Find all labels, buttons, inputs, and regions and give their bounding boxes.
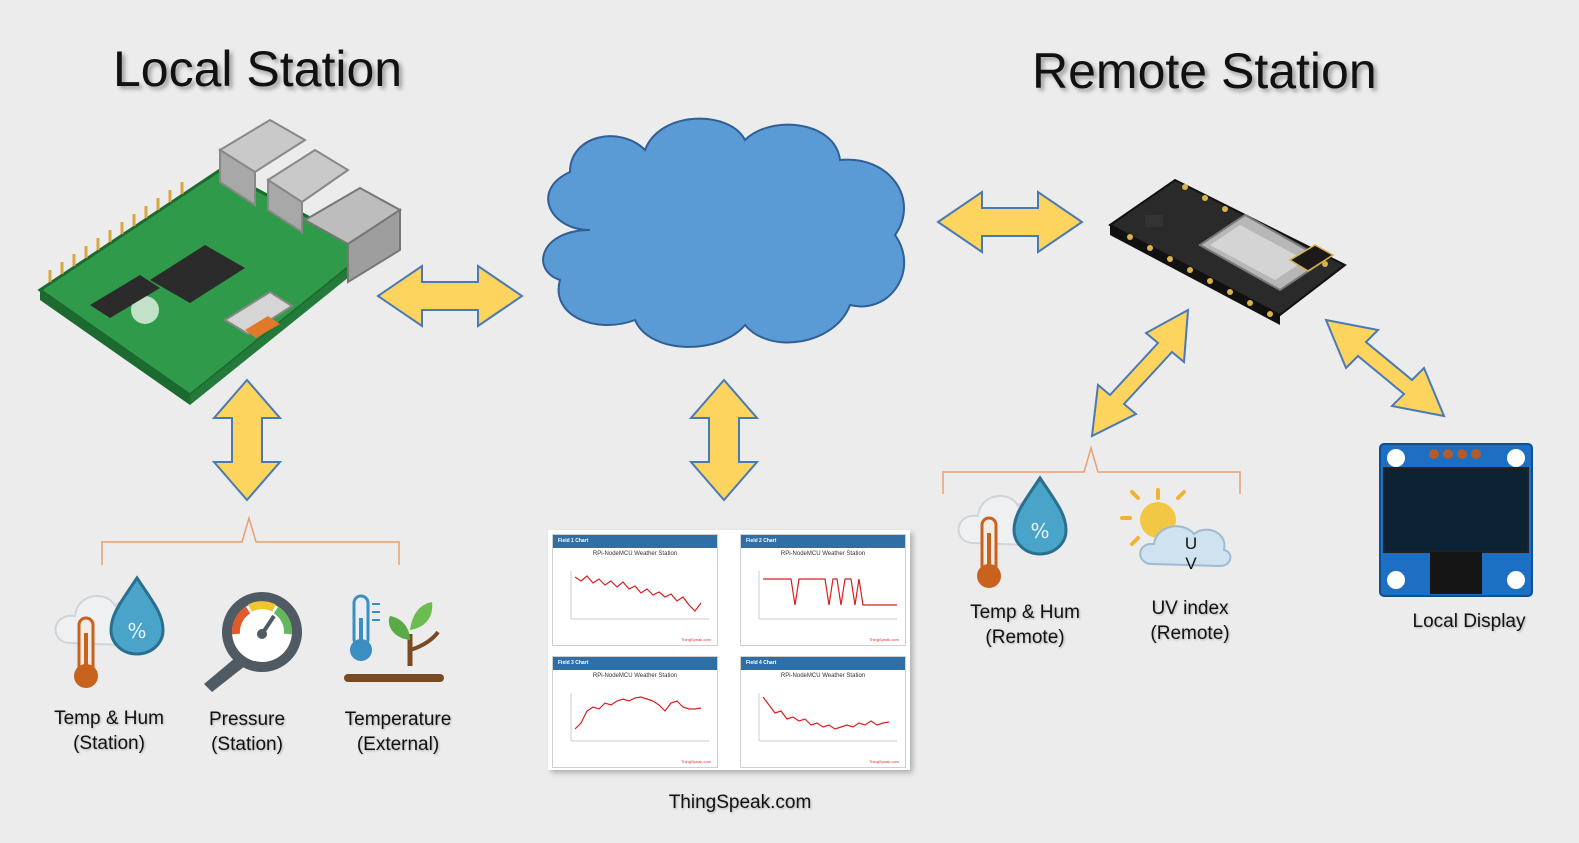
- sensor-label-line2: (Station): [73, 733, 145, 754]
- panel-title: RPi-NodeMCU Weather Station: [780, 551, 866, 557]
- temp-hum-local-icon: %: [54, 575, 165, 688]
- remote-station-title: Remote Station: [1032, 43, 1377, 99]
- sensor-label-line2: (External): [356, 734, 440, 755]
- temp-hum-remote-icon: %: [957, 475, 1068, 588]
- thingspeak-panel: Field 4 Chart RPi-NodeMCU Weather Statio…: [740, 656, 906, 768]
- uv-letter-v: V: [1185, 554, 1197, 573]
- panel-credit: ThingSpeak.com: [680, 759, 711, 764]
- arrow-pi-cloud: [376, 264, 524, 328]
- sensor-label-line2: (Remote): [1150, 623, 1230, 644]
- panel-title: RPi-NodeMCU Weather Station: [592, 551, 678, 557]
- raspberry-pi-icon: [37, 118, 402, 405]
- panel-credit: ThingSpeak.com: [868, 637, 899, 642]
- svg-text:%: %: [127, 619, 146, 643]
- sensor-label-line1: Temperature: [344, 709, 452, 730]
- arrow-pi-sensors: [211, 378, 283, 502]
- panel-credit: ThingSpeak.com: [868, 759, 899, 764]
- svg-text:%: %: [1030, 519, 1049, 543]
- uv-icon-text: U V: [1176, 534, 1206, 574]
- thingspeak-label: ThingSpeak.com: [668, 792, 812, 813]
- local-station-title: Local Station: [113, 41, 403, 97]
- panel-header: Field 3 Chart: [553, 657, 717, 670]
- sensor-remote-uv-label: UV index (Remote): [1130, 596, 1250, 646]
- panel-chart: [570, 693, 709, 742]
- panel-chart: [570, 571, 709, 620]
- panel-chart: [758, 571, 897, 620]
- thingspeak-dashboard: Field 1 Chart RPi-NodeMCU Weather Statio…: [548, 530, 910, 770]
- sensor-label-line2: (Remote): [985, 627, 1065, 648]
- sensor-label-line1: UV index: [1151, 598, 1229, 619]
- arrow-cloud-thingspeak: [688, 378, 760, 502]
- bracket-local: [101, 515, 400, 565]
- panel-title: RPi-NodeMCU Weather Station: [592, 673, 678, 679]
- thingspeak-panel: Field 3 Chart RPi-NodeMCU Weather Statio…: [552, 656, 718, 768]
- sun-cloud-icon: [1120, 488, 1232, 568]
- nodemcu-icon: [1108, 178, 1347, 325]
- sensor-local-temperature-label: Temperature (External): [328, 707, 468, 757]
- local-display-label: Local Display: [1412, 611, 1526, 632]
- sensor-label-line2: (Station): [211, 734, 283, 755]
- panel-header: Field 4 Chart: [741, 657, 905, 670]
- arrow-nodemcu-display: [1324, 318, 1446, 418]
- thermometer-plant-icon: [344, 594, 444, 682]
- panel-credit: ThingSpeak.com: [680, 637, 711, 642]
- cloud-icon: [542, 117, 906, 348]
- sensor-remote-temp-hum-label: Temp & Hum (Remote): [955, 600, 1095, 650]
- sensor-label-line1: Pressure: [208, 709, 286, 730]
- sensor-label-line1: Temp & Hum: [54, 708, 164, 729]
- pressure-gauge-icon: [204, 592, 302, 692]
- sensor-local-pressure-label: Pressure (Station): [187, 707, 307, 757]
- arrow-cloud-nodemcu: [936, 190, 1084, 254]
- sensor-local-temp-hum-label: Temp & Hum (Station): [39, 706, 179, 756]
- arrow-nodemcu-sensors: [1090, 308, 1190, 438]
- thingspeak-panel: Field 1 Chart RPi-NodeMCU Weather Statio…: [552, 534, 718, 646]
- oled-display-icon: [1379, 443, 1533, 597]
- sensor-label-line1: Temp & Hum: [970, 602, 1080, 623]
- panel-title: RPi-NodeMCU Weather Station: [780, 673, 866, 679]
- uv-letter-u: U: [1184, 534, 1198, 553]
- bracket-remote: [942, 445, 1241, 494]
- thingspeak-panel: Field 2 Chart RPi-NodeMCU Weather Statio…: [740, 534, 906, 646]
- panel-chart: [758, 693, 897, 742]
- panel-header: Field 1 Chart: [553, 535, 717, 548]
- panel-header: Field 2 Chart: [741, 535, 905, 548]
